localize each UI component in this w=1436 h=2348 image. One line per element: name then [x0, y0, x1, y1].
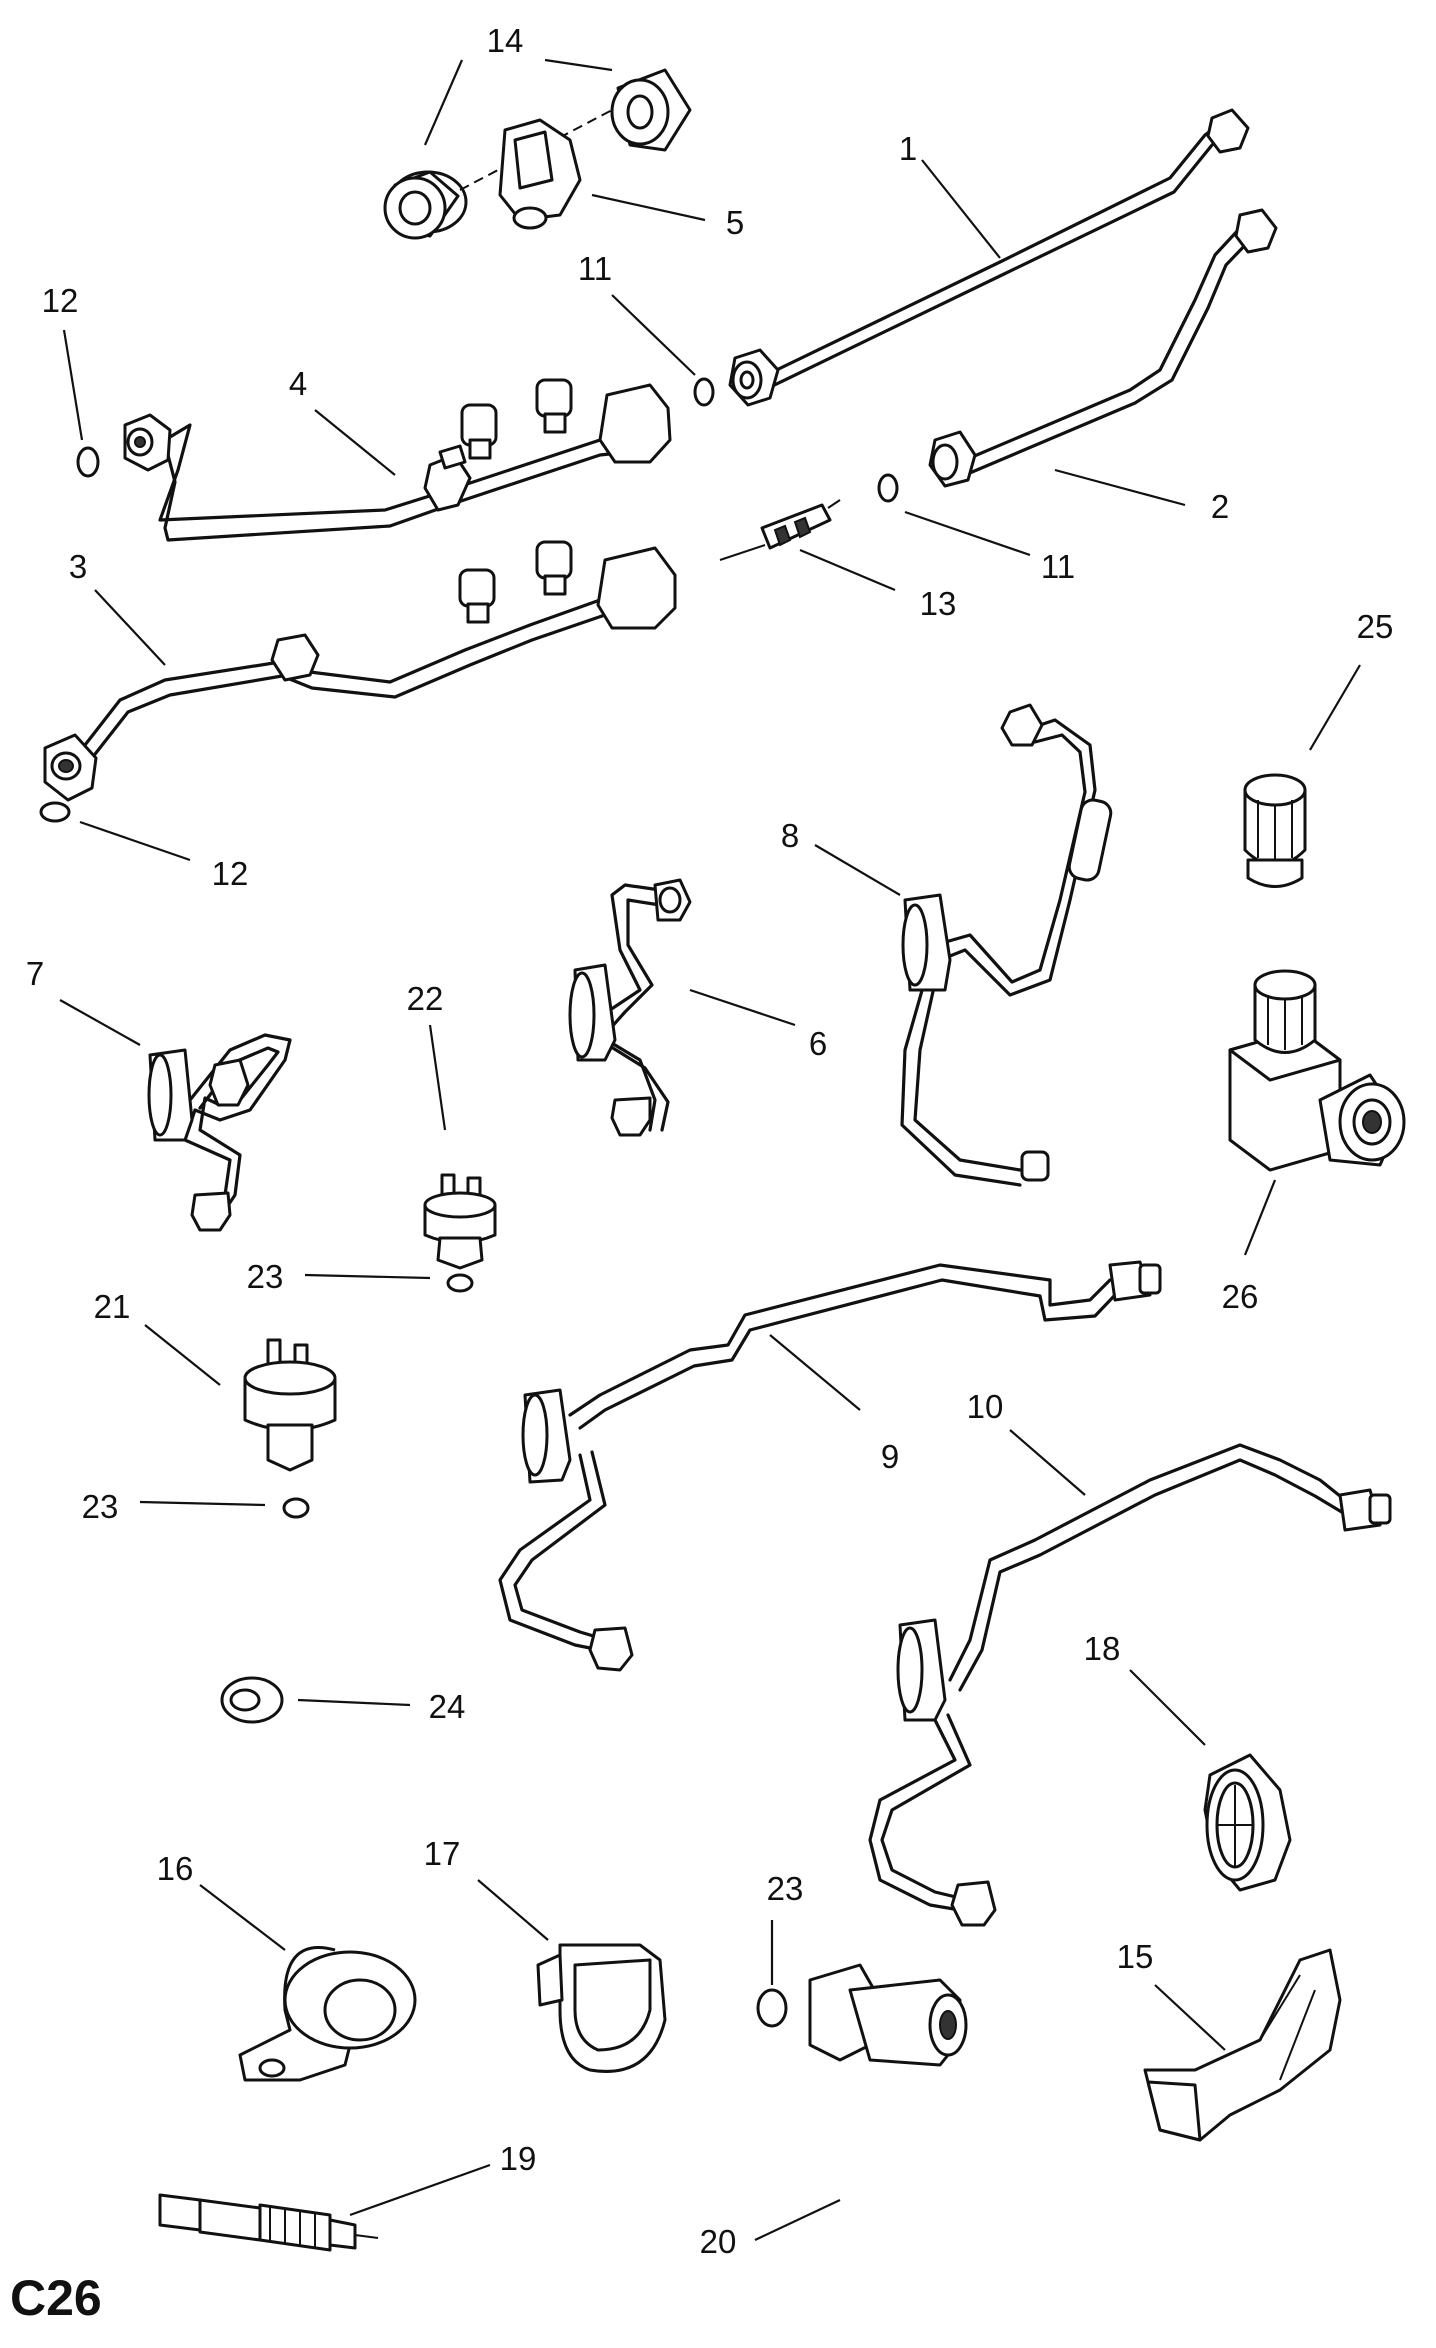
callout-21: 21 — [94, 1288, 131, 1325]
part-4-pipe — [123, 378, 672, 542]
callout-11-upper: 11 — [578, 250, 612, 287]
part-17-bracket — [536, 1943, 667, 2073]
part-20-fitting — [808, 1963, 968, 2067]
part-9-pipe — [498, 1260, 1162, 1672]
callout-16: 16 — [157, 1850, 194, 1887]
callout-12-lower: 12 — [212, 855, 249, 892]
callout-11-lower: 11 — [1041, 548, 1075, 585]
callout-22: 22 — [407, 980, 444, 1017]
callout-24: 24 — [429, 1688, 466, 1725]
part-22-switch — [423, 1173, 497, 1270]
part-12-o-ring-upper — [76, 446, 100, 478]
part-19-sensor — [158, 2193, 379, 2252]
callout-26: 26 — [1222, 1278, 1259, 1315]
part-10-pipe — [868, 1443, 1392, 1927]
callout-15: 15 — [1117, 1938, 1154, 1975]
part-16-clip — [238, 1946, 417, 2082]
callout-19: 19 — [500, 2140, 537, 2177]
part-11-o-ring-lower — [877, 473, 899, 503]
callout-18: 18 — [1084, 1630, 1121, 1667]
part-7-pipe — [147, 1033, 292, 1232]
callout-12-upper: 12 — [42, 282, 79, 319]
part-14-bush-right — [610, 68, 692, 152]
callout-7: 7 — [26, 955, 44, 992]
callout-5: 5 — [726, 204, 744, 241]
part-2-pipe — [928, 208, 1278, 488]
part-6-pipe — [568, 878, 692, 1137]
leader-lines — [59, 58, 1361, 2241]
callout-6: 6 — [809, 1025, 827, 1062]
part-3-pipe — [43, 540, 677, 802]
part-5-clamp — [498, 118, 582, 230]
part-23-washer-c — [756, 1988, 788, 2028]
part-12-o-ring-lower — [39, 801, 71, 823]
part-23-washer-a — [446, 1273, 474, 1293]
part-21-switch — [243, 1338, 337, 1472]
callout-labels: 14 5 1 12 11 4 2 11 3 13 25 12 8 7 22 6 … — [26, 22, 1394, 2260]
callout-25: 25 — [1357, 608, 1394, 645]
callout-23-a: 23 — [247, 1258, 284, 1295]
part-1-pipe — [728, 108, 1250, 407]
callout-3: 3 — [69, 548, 87, 585]
callout-14: 14 — [487, 22, 524, 59]
part-18-grommet — [1203, 1753, 1292, 1892]
callout-9: 9 — [881, 1438, 899, 1475]
part-14-bush-left — [383, 170, 468, 240]
callout-2: 2 — [1211, 488, 1229, 525]
part-13-valve-core — [719, 499, 841, 561]
callout-4: 4 — [289, 365, 307, 402]
page-code: C26 — [10, 2270, 102, 2326]
part-8-pipe — [900, 703, 1113, 1187]
part-24-washer — [220, 1676, 284, 1724]
callout-8: 8 — [781, 817, 799, 854]
part-15-clip — [1143, 1948, 1342, 2142]
callout-23-c: 23 — [767, 1870, 804, 1907]
callout-20: 20 — [700, 2223, 737, 2260]
callout-10: 10 — [967, 1388, 1004, 1425]
callout-17: 17 — [424, 1835, 461, 1872]
callout-13: 13 — [920, 585, 957, 622]
part-26-fitting — [1228, 969, 1406, 1172]
callout-23-b: 23 — [82, 1488, 119, 1525]
part-25-cap — [1243, 773, 1307, 888]
part-23-washer-b — [282, 1497, 310, 1519]
callout-1: 1 — [899, 130, 917, 167]
part-11-o-ring-upper — [693, 377, 715, 407]
